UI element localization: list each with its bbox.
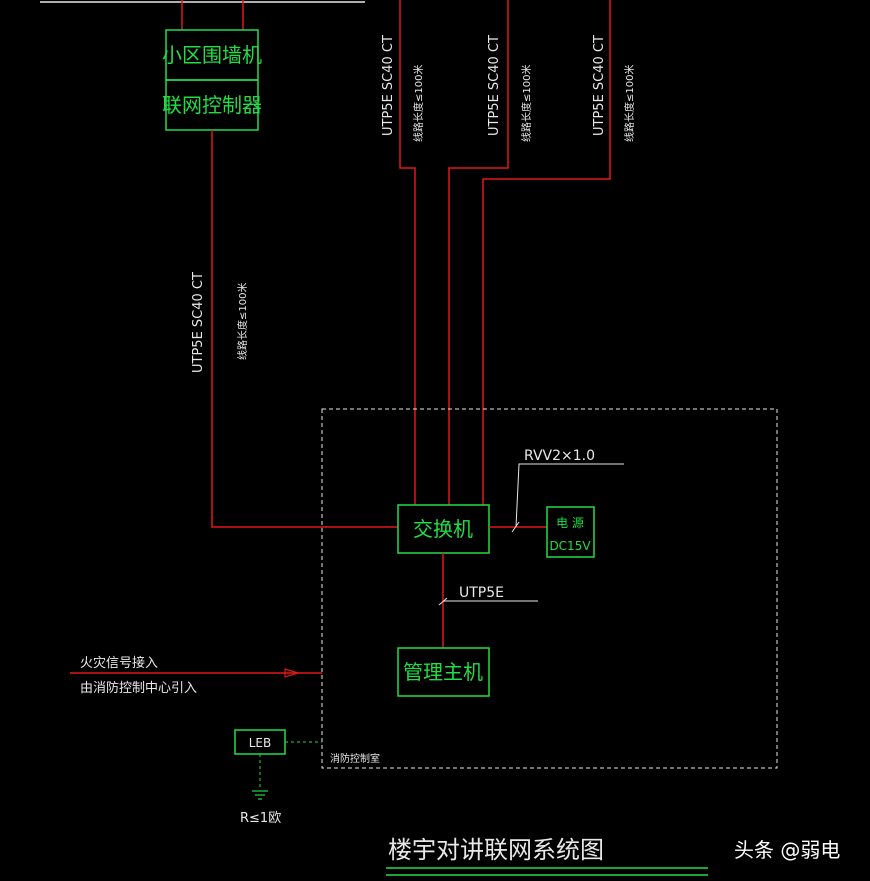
power-tick xyxy=(511,521,520,533)
management-host-label: 管理主机 xyxy=(403,660,483,684)
riser-label-3: UTP5E SC40 CT xyxy=(592,35,607,136)
riser-note-2-group: 线路长度≤100米 xyxy=(520,65,533,142)
watermark-text: 头条 @弱电 xyxy=(734,838,840,862)
fire-signal-label: 火灾信号接入 xyxy=(80,655,158,671)
perimeter-unit-label: 小区围墙机 xyxy=(162,43,262,67)
leb-label: LEB xyxy=(249,736,272,750)
left-cable-label: UTP5E SC40 CT xyxy=(191,272,206,373)
riser-note-2: 线路长度≤100米 xyxy=(520,65,533,142)
riser-wire-2 xyxy=(448,0,509,505)
diagram-title: 楼宇对讲联网系统图 xyxy=(388,836,604,864)
left-cable-note-group: 线路长度≤100米 xyxy=(236,283,249,360)
controller-to-switch-wire xyxy=(211,130,398,528)
control-room-frame xyxy=(321,408,778,769)
riser-label-2: UTP5E SC40 CT xyxy=(487,35,502,136)
fire-signal-arrow-icon xyxy=(284,668,301,678)
power-leader xyxy=(515,463,624,528)
ground-resistance-label: R≤1欧 xyxy=(240,811,281,826)
left-cable-note: 线路长度≤100米 xyxy=(236,283,249,360)
riser-wire-1 xyxy=(399,0,416,505)
power-supply-voltage: DC15V xyxy=(549,539,591,553)
fire-source-label: 由消防控制中心引入 xyxy=(80,680,197,696)
management-host-box xyxy=(397,647,490,697)
ground-icon xyxy=(252,790,268,800)
riser-note-3-group: 线路长度≤100米 xyxy=(623,65,636,142)
power-supply-box xyxy=(546,506,595,558)
power-supply-label: 电 源 xyxy=(556,516,584,530)
network-controller-label: 联网控制器 xyxy=(162,93,262,117)
host-cable-label: UTP5E xyxy=(459,585,504,601)
riser-wire-3 xyxy=(482,0,611,505)
switch-label: 交换机 xyxy=(413,517,473,541)
control-room-label: 消防控制室 xyxy=(330,752,380,765)
riser-note-1-group: 线路长度≤100米 xyxy=(412,65,425,142)
riser-label-1-group: UTP5E SC40 CT xyxy=(381,35,396,136)
left-cable-label-group: UTP5E SC40 CT xyxy=(191,272,206,373)
riser-note-1: 线路长度≤100米 xyxy=(412,65,425,142)
riser-label-2-group: UTP5E SC40 CT xyxy=(487,35,502,136)
power-cable-label: RVV2×1.0 xyxy=(524,448,595,464)
riser-label-3-group: UTP5E SC40 CT xyxy=(592,35,607,136)
riser-note-3: 线路长度≤100米 xyxy=(623,65,636,142)
riser-label-1: UTP5E SC40 CT xyxy=(381,35,396,136)
